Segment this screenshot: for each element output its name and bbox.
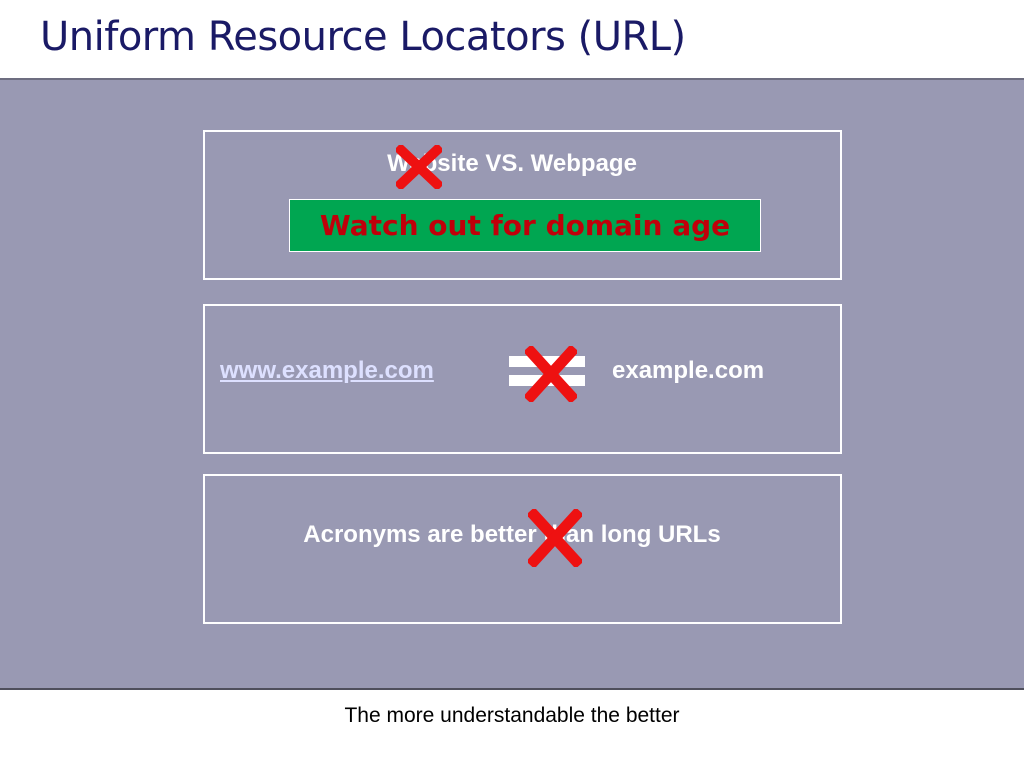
red-x-mark-icon [396, 145, 442, 189]
slide-title: Uniform Resource Locators (URL) [40, 14, 686, 60]
red-x-mark-icon [525, 346, 577, 402]
box-www-vs-domain [203, 304, 842, 454]
example-domain-text: example.com [612, 357, 765, 384]
box-acronyms [203, 474, 842, 624]
box-website-vs-webpage [203, 130, 842, 280]
red-x-mark-icon [528, 509, 582, 567]
www-example-link[interactable]: www.example.com [220, 357, 434, 384]
website-vs-webpage-heading: Website VS. Webpage [387, 150, 637, 177]
acronyms-statement: Acronyms are better than long URLs [303, 521, 721, 548]
domain-age-callout: Watch out for domain age [289, 199, 761, 252]
slide-footer-note: The more understandable the better [344, 704, 680, 727]
